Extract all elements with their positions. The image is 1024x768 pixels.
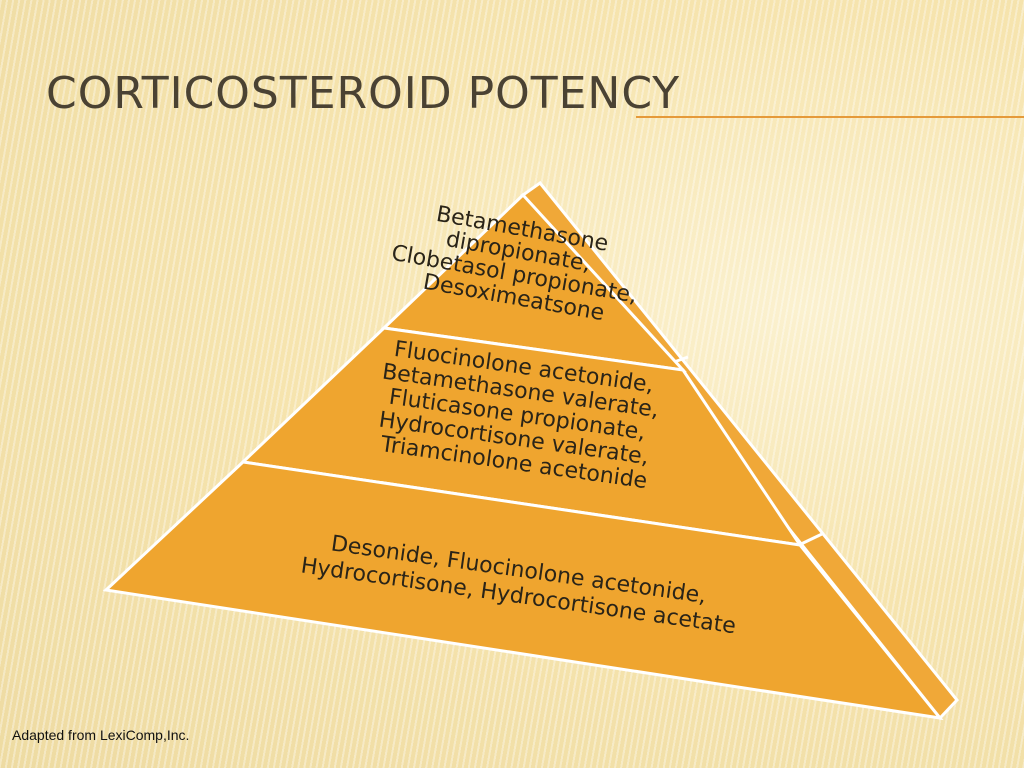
side-divider [798,532,823,547]
title-underline [636,116,1024,118]
pyramid-tier-bottom [102,460,944,721]
svg-text:Betamethasone dipropiona: Betamethasone dipropionate, Clobetasol p… [386,195,654,332]
source-credit: Adapted from LexiComp,Inc. [12,727,190,743]
tier-top-label: Betamethasone dipropionate, Clobetasol p… [386,195,654,332]
slide-title: CORTICOSTEROID POTENCY [46,68,681,119]
